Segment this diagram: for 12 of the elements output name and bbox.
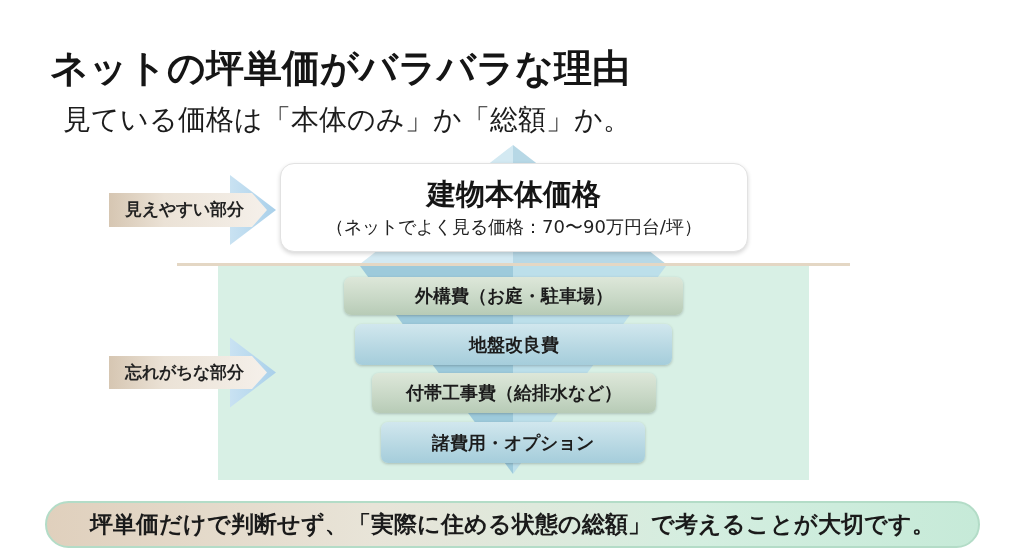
price-box: [280, 163, 748, 252]
cost-bar: 外構費（お庭・駐車場）: [344, 277, 683, 315]
note-text: （ネットでよく見る価格：70〜90万円台/坪）: [326, 214, 702, 239]
title: ネットの坪単価がバラバラな理由: [50, 45, 630, 92]
heading: 建物本体価格: [427, 175, 601, 212]
cost-bar: 地盤改良費: [355, 324, 672, 365]
subtitle: 見ている価格は「本体のみ」か「総額」か。: [63, 102, 631, 138]
arrow-tag: 見えやすい部分: [109, 193, 267, 227]
cost-bar: 諸費用・オプション: [381, 422, 645, 463]
cost-bar: 付帯工事費（給排水など）: [372, 373, 656, 413]
arrow-tag: 忘れがちな部分: [109, 356, 267, 389]
message-banner: 坪単価だけで判断せず、「実際に住める状態の総額」で考えることが大切です。: [45, 501, 980, 548]
